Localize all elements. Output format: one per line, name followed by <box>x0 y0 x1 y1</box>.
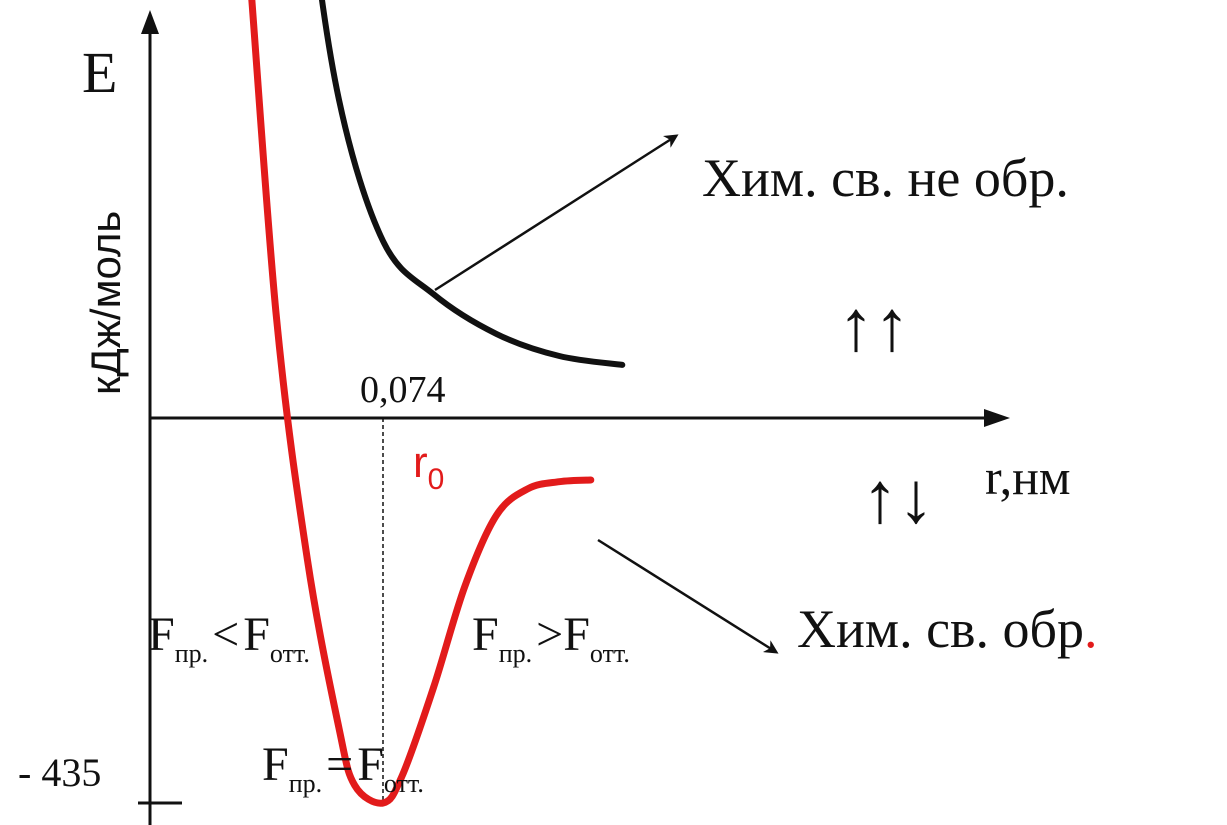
y-axis-unit: кДж/моль <box>82 211 129 395</box>
bonding-label: Хим. св. обр. <box>797 599 1098 659</box>
force-minimum: Fпр.=Fотт. <box>262 738 424 798</box>
antibonding-label: Хим. св. не обр. <box>702 148 1069 208</box>
parallel-spins: ↑↑ <box>838 286 910 366</box>
x-axis-arrow <box>984 409 1010 427</box>
x-tick-label: 0,074 <box>360 369 446 411</box>
r0-subscript: 0 <box>428 463 445 496</box>
antibonding-pointer-arrow <box>434 134 679 292</box>
bonding-label-dot: . <box>1084 599 1098 659</box>
y-min-label: - 435 <box>18 750 101 795</box>
antiparallel-spins: ↑↓ <box>862 458 934 538</box>
y-axis-symbol: E <box>82 40 117 105</box>
bonding-curve <box>248 0 595 807</box>
force-left-region: Fпр.<Fотт. <box>148 608 310 668</box>
x-axis-label: r,нм <box>985 449 1071 505</box>
r0-label: r0 <box>413 438 444 496</box>
bonding-pointer-arrow <box>597 538 779 654</box>
antibonding-curve <box>318 0 626 368</box>
y-axis-arrow <box>141 10 159 34</box>
force-right-region: Fпр.>Fотт. <box>472 608 630 668</box>
